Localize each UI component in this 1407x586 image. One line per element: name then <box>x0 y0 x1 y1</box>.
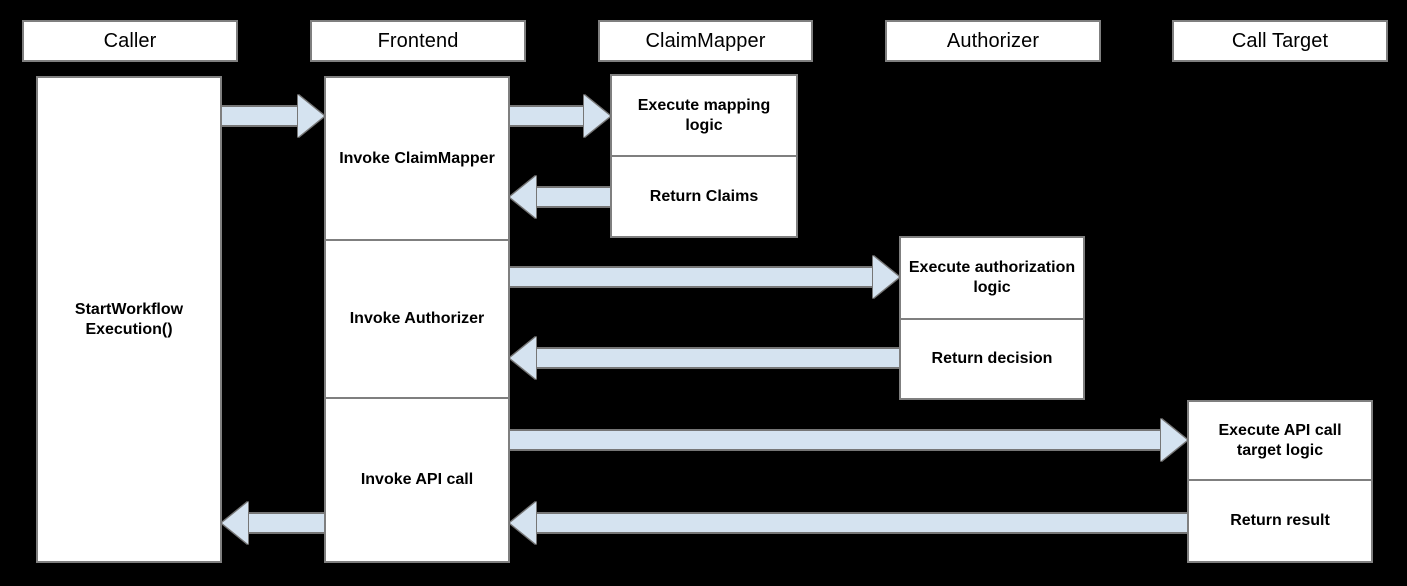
activation-frontend-segment-3: Invoke API call <box>326 397 508 561</box>
arrow-shaft <box>510 429 1163 451</box>
activation-caller-segment-1-label: StartWorkflow Execution() <box>74 300 184 338</box>
lifeline-header-calltarget[interactable]: Call Target <box>1172 20 1388 62</box>
arrow-head-left-icon <box>510 502 536 544</box>
lifeline-header-claimmapper[interactable]: ClaimMapper <box>598 20 813 62</box>
activation-frontend-segment-2-label: Invoke Authorizer <box>349 310 485 328</box>
activation-authorizer[interactable]: Execute authorization logic Return decis… <box>899 236 1085 400</box>
arrow-head-right-icon <box>1161 419 1187 461</box>
lifeline-header-claimmapper-label: ClaimMapper <box>645 29 766 52</box>
activation-calltarget[interactable]: Execute API call target logic Return res… <box>1187 400 1373 563</box>
arrow-head-right-icon <box>298 95 324 137</box>
lifeline-header-frontend-label: Frontend <box>377 29 459 52</box>
activation-claimmapper[interactable]: Execute mapping logic Return Claims <box>610 74 798 238</box>
activation-claimmapper-segment-2-label: Return Claims <box>649 187 759 205</box>
activation-authorizer-segment-2-label: Return decision <box>931 350 1053 368</box>
activation-frontend[interactable]: Invoke ClaimMapper Invoke Authorizer Inv… <box>324 76 510 563</box>
arrow-shaft <box>534 347 899 369</box>
activation-claimmapper-segment-2: Return Claims <box>612 155 796 236</box>
message-arrow-caller-to-frontend[interactable] <box>222 95 324 137</box>
lifeline-header-authorizer[interactable]: Authorizer <box>885 20 1101 62</box>
arrow-shaft <box>510 105 586 127</box>
arrow-shaft <box>534 186 610 208</box>
message-arrow-authorizer-to-frontend[interactable] <box>510 337 899 379</box>
arrow-head-right-icon <box>873 256 899 298</box>
activation-authorizer-segment-2: Return decision <box>901 317 1083 398</box>
message-arrow-frontend-to-claimmapper[interactable] <box>510 95 610 137</box>
message-arrow-frontend-to-authorizer[interactable] <box>510 256 899 298</box>
arrow-shaft <box>510 266 875 288</box>
activation-caller-segment-1: StartWorkflow Execution() <box>38 78 220 561</box>
activation-calltarget-segment-1: Execute API call target logic <box>1189 402 1371 479</box>
lifeline-header-caller[interactable]: Caller <box>22 20 238 62</box>
activation-claimmapper-segment-1-label: Execute mapping logic <box>637 96 771 134</box>
arrow-head-left-icon <box>222 502 248 544</box>
arrow-head-left-icon <box>510 337 536 379</box>
arrow-head-left-icon <box>510 176 536 218</box>
lifeline-header-calltarget-label: Call Target <box>1231 29 1329 52</box>
activation-claimmapper-segment-1: Execute mapping logic <box>612 76 796 155</box>
activation-calltarget-segment-2-label: Return result <box>1230 512 1330 530</box>
arrow-shaft <box>222 105 300 127</box>
activation-frontend-segment-1-label: Invoke ClaimMapper <box>339 149 495 167</box>
lifeline-header-frontend[interactable]: Frontend <box>310 20 526 62</box>
lifeline-header-authorizer-label: Authorizer <box>946 29 1040 52</box>
lifeline-header-caller-label: Caller <box>103 29 157 52</box>
activation-calltarget-segment-1-label: Execute API call target logic <box>1218 422 1342 459</box>
activation-calltarget-segment-2: Return result <box>1189 479 1371 561</box>
arrow-shaft <box>246 512 324 534</box>
activation-frontend-segment-1: Invoke ClaimMapper <box>326 78 508 239</box>
activation-authorizer-segment-1: Execute authorization logic <box>901 238 1083 318</box>
activation-caller[interactable]: StartWorkflow Execution() <box>36 76 222 563</box>
activation-authorizer-segment-1-label: Execute authorization logic <box>908 259 1076 296</box>
message-arrow-claimmapper-to-frontend[interactable] <box>510 176 610 218</box>
arrow-head-right-icon <box>584 95 610 137</box>
message-arrow-frontend-to-caller[interactable] <box>222 502 324 544</box>
activation-frontend-segment-2: Invoke Authorizer <box>326 238 508 398</box>
arrow-shaft <box>534 512 1187 534</box>
message-arrow-calltarget-to-frontend[interactable] <box>510 502 1187 544</box>
message-arrow-frontend-to-calltarget[interactable] <box>510 419 1187 461</box>
activation-frontend-segment-3-label: Invoke API call <box>360 471 474 489</box>
